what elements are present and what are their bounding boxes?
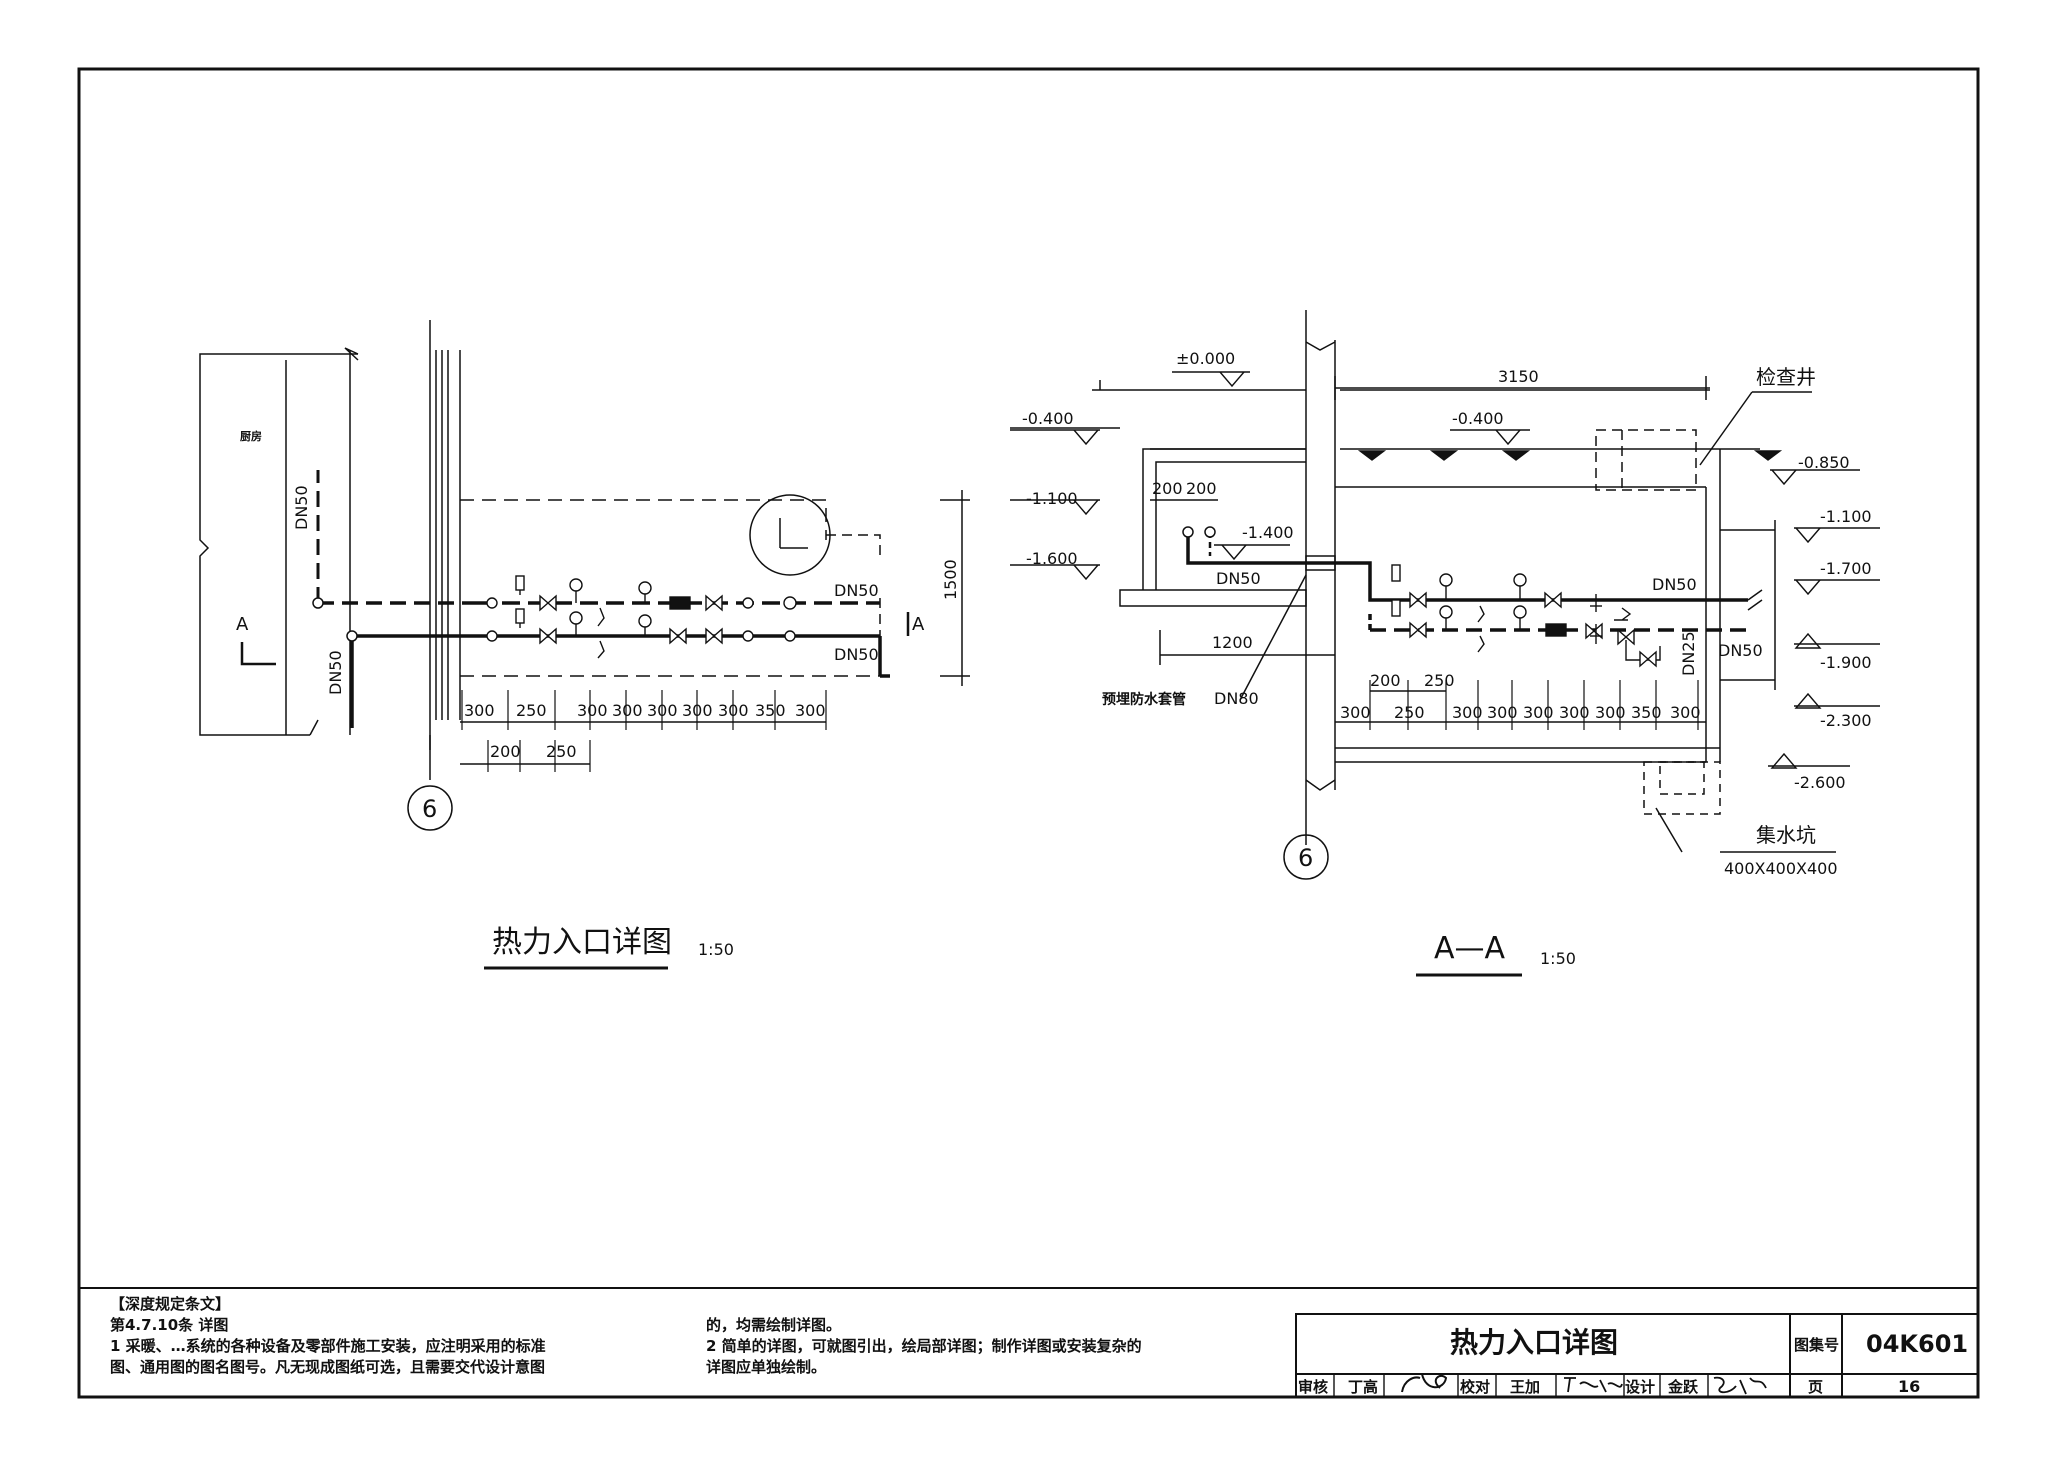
elev-left-top: -0.400: [1022, 409, 1074, 428]
section-dim: 300: [1523, 703, 1554, 722]
tb-atlas-label: 图集号: [1794, 1336, 1839, 1354]
plan-pipe-label: DN50: [326, 650, 345, 695]
plan-dim: 250: [516, 701, 547, 720]
plan-dim-1500: 1500: [941, 559, 960, 600]
plan-dim: 300: [718, 701, 749, 720]
notes-item1-line3: 的，均需绘制详图。: [706, 1316, 842, 1334]
notes-item1-line1: 1 采暖、…系统的各种设备及零部件施工安装，应注明采用的标准: [110, 1337, 546, 1355]
elev-right-6: -2.600: [1794, 773, 1846, 792]
tb-review-label: 审核: [1298, 1378, 1328, 1396]
section-title: A—A: [1434, 931, 1506, 966]
plan-dim: 300: [647, 701, 678, 720]
elev-inside: -1.400: [1242, 523, 1294, 542]
notes-clause: 第4.7.10条 详图: [110, 1316, 229, 1334]
tb-check-label: 校对: [1460, 1378, 1490, 1396]
tb-drawing-title: 热力入口详图: [1450, 1326, 1618, 1359]
section-pipe-label: DN50: [1216, 569, 1261, 588]
sheet-border: [77, 67, 1980, 1399]
section-dim: 350: [1631, 703, 1662, 722]
plan-pipe-label: DN50: [834, 581, 879, 600]
plan-section-mark: A: [912, 614, 925, 635]
tb-page-no: 16: [1898, 1377, 1920, 1396]
plan-pipe-label: DN50: [834, 645, 879, 664]
section-dim: 300: [1452, 703, 1483, 722]
tb-check-name: 王加: [1510, 1378, 1540, 1396]
plan-dim: 300: [795, 701, 826, 720]
elev-left-2: -1.600: [1026, 549, 1078, 568]
tb-atlas-no: 04K601: [1866, 1330, 1968, 1358]
tb-review-name: 丁高: [1348, 1378, 1378, 1396]
notes-item1-line2: 图、通用图的图名图号。凡无现成图纸可选，且需要交代设计意图: [110, 1358, 546, 1376]
plan-axis-number: 6: [422, 795, 437, 823]
plan-view: [199, 320, 970, 970]
section-dim-1200: 1200: [1212, 633, 1253, 652]
plan-dim: 300: [464, 701, 495, 720]
section-dim: 300: [1340, 703, 1371, 722]
section-text: ±0.000 -0.400 -0.400 -1.100 -1.600 -1.40…: [1022, 349, 1872, 968]
elev-right-5: -2.300: [1820, 711, 1872, 730]
sump-label: 集水坑: [1756, 823, 1816, 847]
plan-section-mark: A: [236, 614, 249, 635]
section-scale: 1:50: [1540, 949, 1576, 968]
notes-item2-line2: 详图应单独绘制。: [706, 1358, 827, 1376]
section-dim: 250: [1424, 671, 1455, 690]
section-dim-3150: 3150: [1498, 367, 1539, 386]
section-pipe-label: DN50: [1718, 641, 1763, 660]
plan-dim: 250: [546, 742, 577, 761]
plan-room-label: 厨房: [240, 429, 262, 443]
notes-left-column: 【深度规定条文】 第4.7.10条 详图 1 采暖、…系统的各种设备及零部件施工…: [110, 1294, 750, 1378]
title-block: [1295, 1313, 1979, 1398]
elevation-markers: [1010, 371, 1880, 769]
section-dim: 200: [1186, 479, 1217, 498]
elev-right-4: -1.900: [1820, 653, 1872, 672]
section-dim: 250: [1394, 703, 1425, 722]
elev-right-2: -1.100: [1820, 507, 1872, 526]
plan-title: 热力入口详图: [492, 925, 672, 960]
tb-design-name: 金跃: [1667, 1378, 1699, 1396]
plan-dim: 350: [755, 701, 786, 720]
well-label: 检查井: [1756, 365, 1816, 389]
section-dim: 300: [1559, 703, 1590, 722]
section-dim: 300: [1595, 703, 1626, 722]
plan-dim: 300: [682, 701, 713, 720]
plan-pipe-label: DN50: [292, 485, 311, 530]
section-dim: 300: [1487, 703, 1518, 722]
title-block-text: 热力入口详图 图集号 04K601 审核 丁高 校对 王加 设计 金跃 页 16: [1298, 1326, 1968, 1396]
section-dim: 300: [1670, 703, 1701, 722]
depth-notes: 【深度规定条文】 第4.7.10条 详图 1 采暖、…系统的各种设备及零部件施工…: [84, 1294, 1284, 1394]
tb-page-label: 页: [1808, 1378, 1823, 1396]
section-dim: 200: [1152, 479, 1183, 498]
elev-mid-top: -0.400: [1452, 409, 1504, 428]
section-axis-number: 6: [1298, 844, 1313, 872]
plan-dim: 300: [612, 701, 643, 720]
elev-right-1: -0.850: [1798, 453, 1850, 472]
section-pipe-label: DN25: [1679, 631, 1698, 676]
plan-dim: 300: [577, 701, 608, 720]
notes-right-column: 的，均需绘制详图。 2 简单的详图，可就图引出，绘局部详图；制作详图或安装复杂的…: [706, 1315, 1306, 1378]
sump-size: 400X400X400: [1724, 859, 1838, 878]
section-pipe-label: DN50: [1652, 575, 1697, 594]
plan-dim: 200: [490, 742, 521, 761]
notes-heading: 【深度规定条文】: [110, 1295, 231, 1313]
elev-left-1: -1.100: [1026, 489, 1078, 508]
elev-ground: ±0.000: [1176, 349, 1235, 368]
plan-scale: 1:50: [698, 940, 734, 959]
notes-item2-line1: 2 简单的详图，可就图引出，绘局部详图；制作详图或安装复杂的: [706, 1337, 1142, 1355]
tb-design-label: 设计: [1625, 1378, 1655, 1396]
designer-signature: [1713, 1376, 1767, 1395]
checker-signature: [1564, 1377, 1623, 1393]
elev-right-3: -1.700: [1820, 559, 1872, 578]
plan-text: 厨房 DN50 DN50 DN50 DN50 A A 1500 300 250 …: [236, 429, 960, 960]
section-dim: 200: [1370, 671, 1401, 690]
section-view: [1010, 310, 1836, 977]
sleeve-size: DN80: [1214, 689, 1259, 708]
sleeve-label: 预埋防水套管: [1102, 691, 1186, 708]
reviewer-signature: [1401, 1373, 1448, 1393]
